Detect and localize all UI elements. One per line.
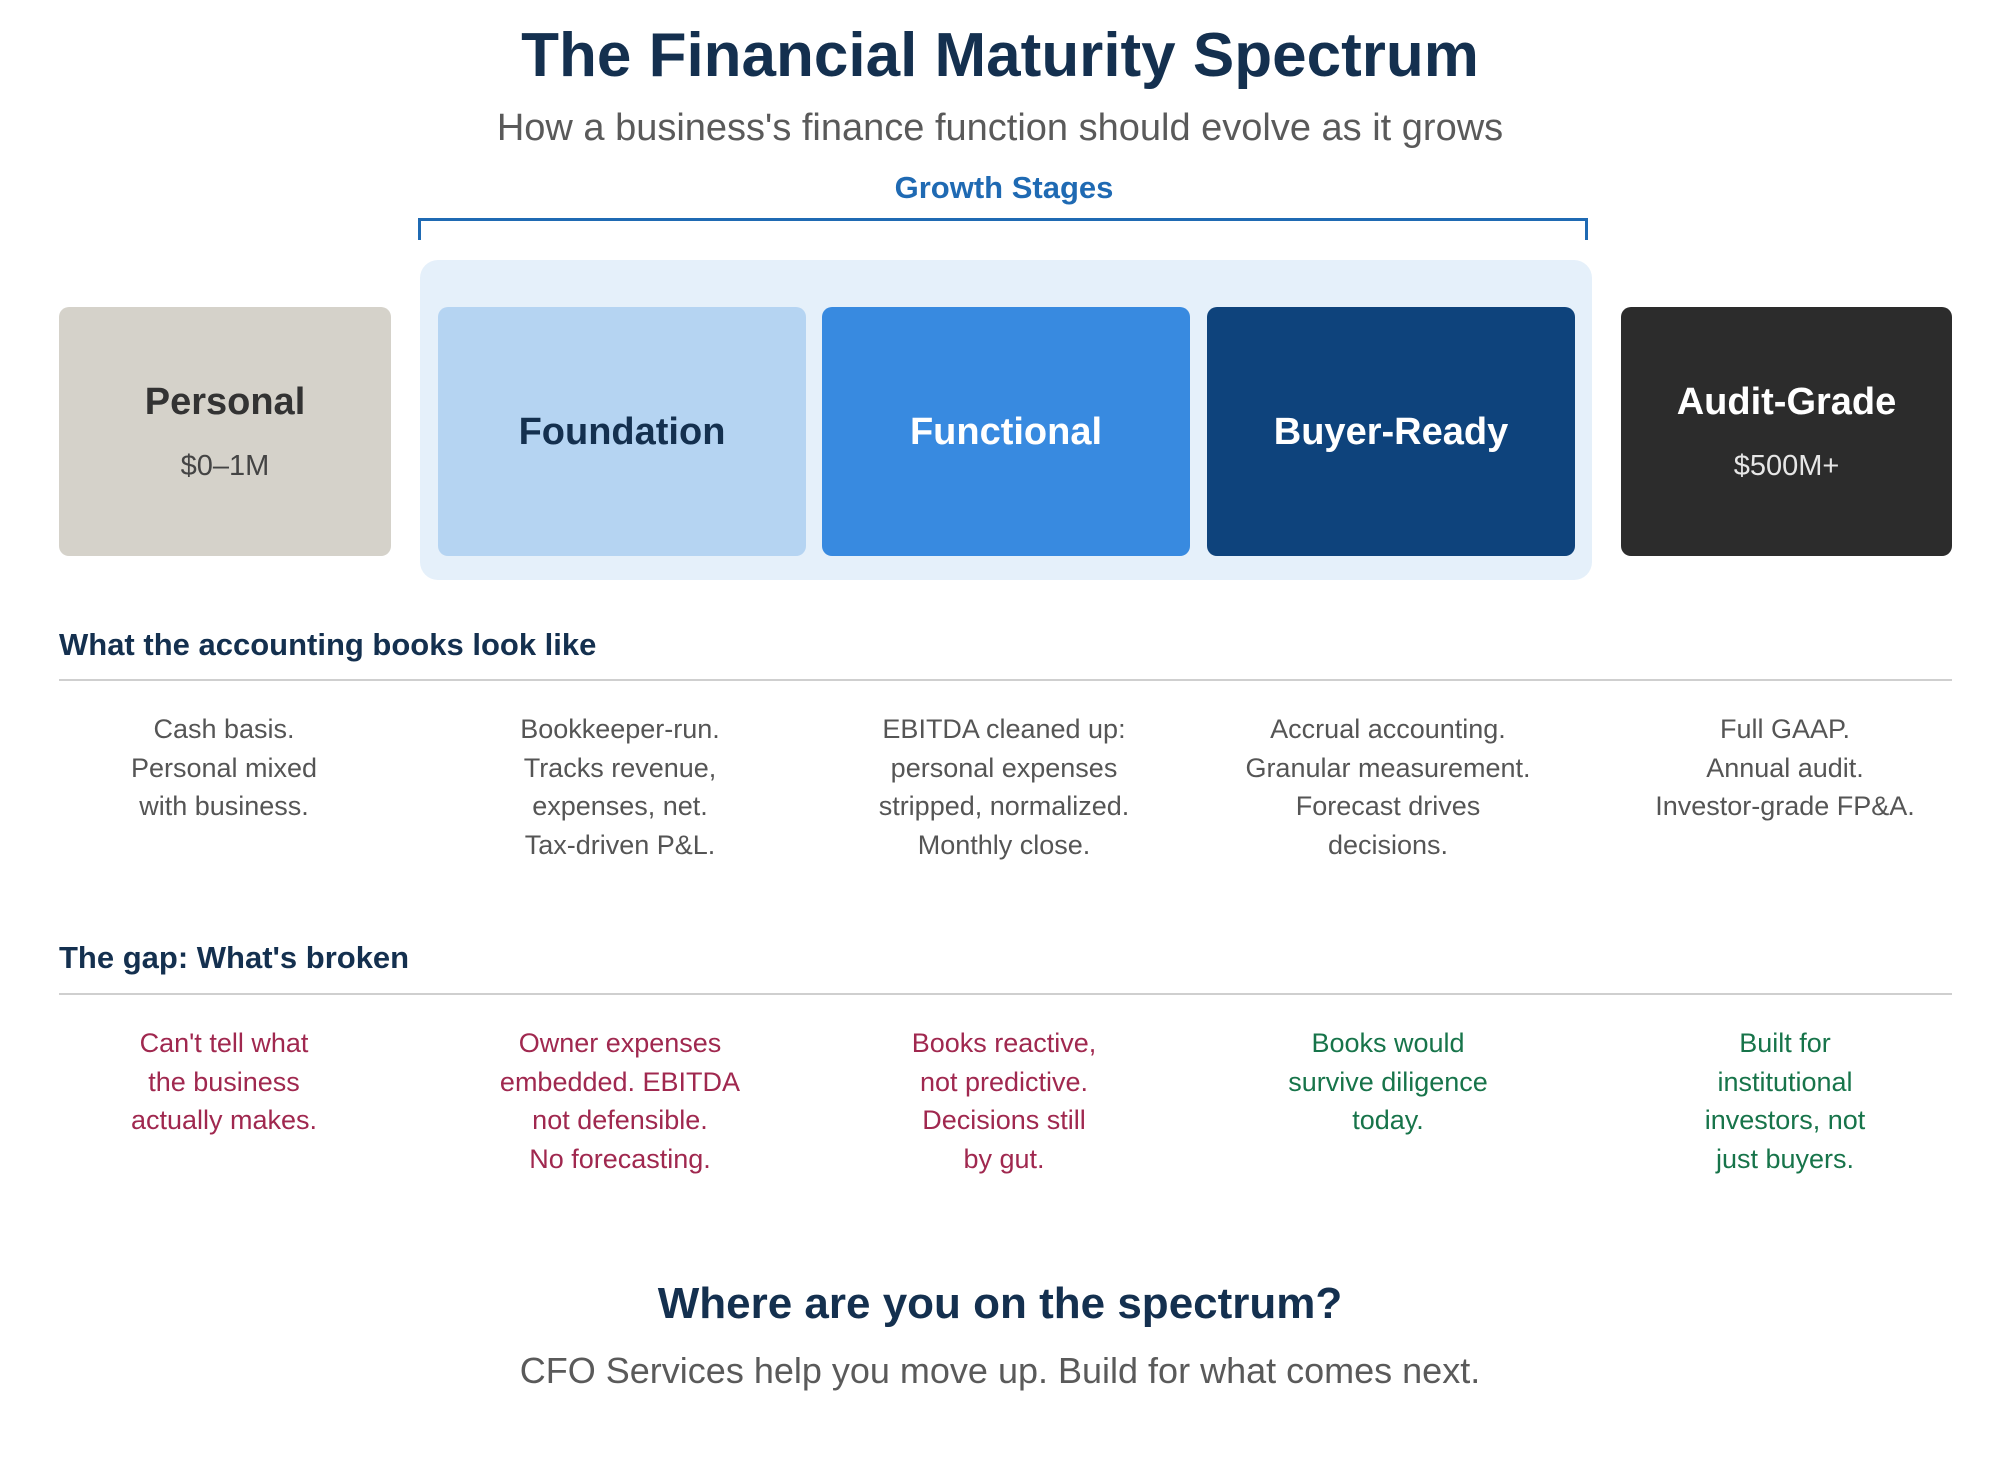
gap-cell-foundation: Owner expenses embedded. EBITDA not defe… (470, 1024, 770, 1178)
cta-subtitle: CFO Services help you move up. Build for… (519, 1350, 1481, 1391)
text-line: Built for (1739, 1028, 1831, 1058)
text-line: expenses, net. (532, 791, 708, 821)
page-title: The Financial Maturity Spectrum (521, 21, 1479, 90)
text-line: embedded. EBITDA (499, 1066, 741, 1097)
stage-name: Audit-Grade (1676, 380, 1897, 423)
text-line: not predictive. (919, 1066, 1089, 1097)
text-line: Books would (1311, 1028, 1465, 1058)
text-line: decisions. (1327, 829, 1449, 860)
text-line: by gut. (963, 1143, 1045, 1174)
text-line: actually makes. (130, 1105, 318, 1135)
text-line: EBITDA cleaned up: (882, 714, 1126, 744)
text-line: Bookkeeper-run. (520, 714, 720, 744)
books-cell-personal: Cash basis. Personal mixed with business… (74, 710, 374, 826)
text-line: Tax-driven P&L. (524, 829, 716, 860)
books-cell-functional: EBITDA cleaned up: personal expenses str… (854, 710, 1154, 864)
text-line: Books reactive, (911, 1028, 1097, 1058)
stage-card-personal: Personal $0–1M (59, 307, 391, 556)
stage-card-buyer-ready: Buyer-Ready (1207, 307, 1575, 556)
cta-title: Where are you on the spectrum? (657, 1279, 1343, 1328)
text-line: Accrual accounting. (1270, 714, 1506, 744)
text-line: Decisions still (922, 1105, 1086, 1135)
stage-name: Personal (144, 380, 306, 423)
text-line: No forecasting. (529, 1143, 711, 1174)
text-line: Can't tell what (139, 1028, 309, 1058)
gap-cell-personal: Can't tell what the business actually ma… (74, 1024, 374, 1140)
books-cell-audit-grade: Full GAAP. Annual audit. Investor-grade … (1635, 710, 1935, 826)
stage-range: $0–1M (180, 449, 270, 482)
stage-name: Functional (909, 410, 1103, 453)
text-line: Annual audit. (1706, 752, 1864, 783)
text-line: today. (1352, 1105, 1424, 1135)
books-cell-buyer-ready: Accrual accounting. Granular measurement… (1238, 710, 1538, 864)
page-subtitle: How a business's finance function should… (496, 107, 1504, 149)
stage-range: $500M+ (1733, 449, 1840, 482)
text-line: not defensible. (532, 1105, 708, 1135)
gap-cell-audit-grade: Built for institutional investors, not j… (1635, 1024, 1935, 1178)
stage-card-foundation: Foundation (438, 307, 806, 556)
text-line: Forecast drives (1295, 791, 1481, 821)
text-line: investors, not (1704, 1105, 1866, 1135)
stage-card-audit-grade: Audit-Grade $500M+ (1621, 307, 1952, 556)
books-cell-foundation: Bookkeeper-run. Tracks revenue, expenses… (470, 710, 770, 864)
text-line: stripped, normalized. (878, 791, 1130, 821)
gap-cell-buyer-ready: Books would survive diligence today. (1238, 1024, 1538, 1140)
text-line: survive diligence (1288, 1066, 1488, 1097)
stage-card-functional: Functional (822, 307, 1190, 556)
text-line: with business. (139, 791, 309, 821)
books-section-heading: What the accounting books look like (59, 627, 597, 662)
text-line: Tracks revenue, (523, 752, 717, 783)
books-divider (59, 679, 1952, 681)
text-line: Granular measurement. (1245, 752, 1531, 783)
text-line: personal expenses (890, 752, 1118, 783)
text-line: just buyers. (1715, 1143, 1855, 1174)
text-line: Full GAAP. (1719, 714, 1851, 744)
text-line: Owner expenses (518, 1028, 722, 1058)
text-line: Investor-grade FP&A. (1655, 791, 1915, 821)
gap-divider (59, 993, 1952, 995)
text-line: Cash basis. (153, 714, 295, 744)
text-line: Monthly close. (917, 829, 1091, 860)
stage-name: Foundation (518, 410, 726, 453)
text-line: institutional (1717, 1066, 1853, 1097)
growth-stages-bracket (418, 218, 1588, 240)
gap-section-heading: The gap: What's broken (59, 940, 410, 975)
stage-name: Buyer-Ready (1273, 410, 1509, 453)
text-line: the business (148, 1066, 300, 1097)
text-line: Personal mixed (130, 752, 318, 783)
gap-cell-functional: Books reactive, not predictive. Decision… (854, 1024, 1154, 1178)
growth-stages-label: Growth Stages (894, 170, 1114, 205)
